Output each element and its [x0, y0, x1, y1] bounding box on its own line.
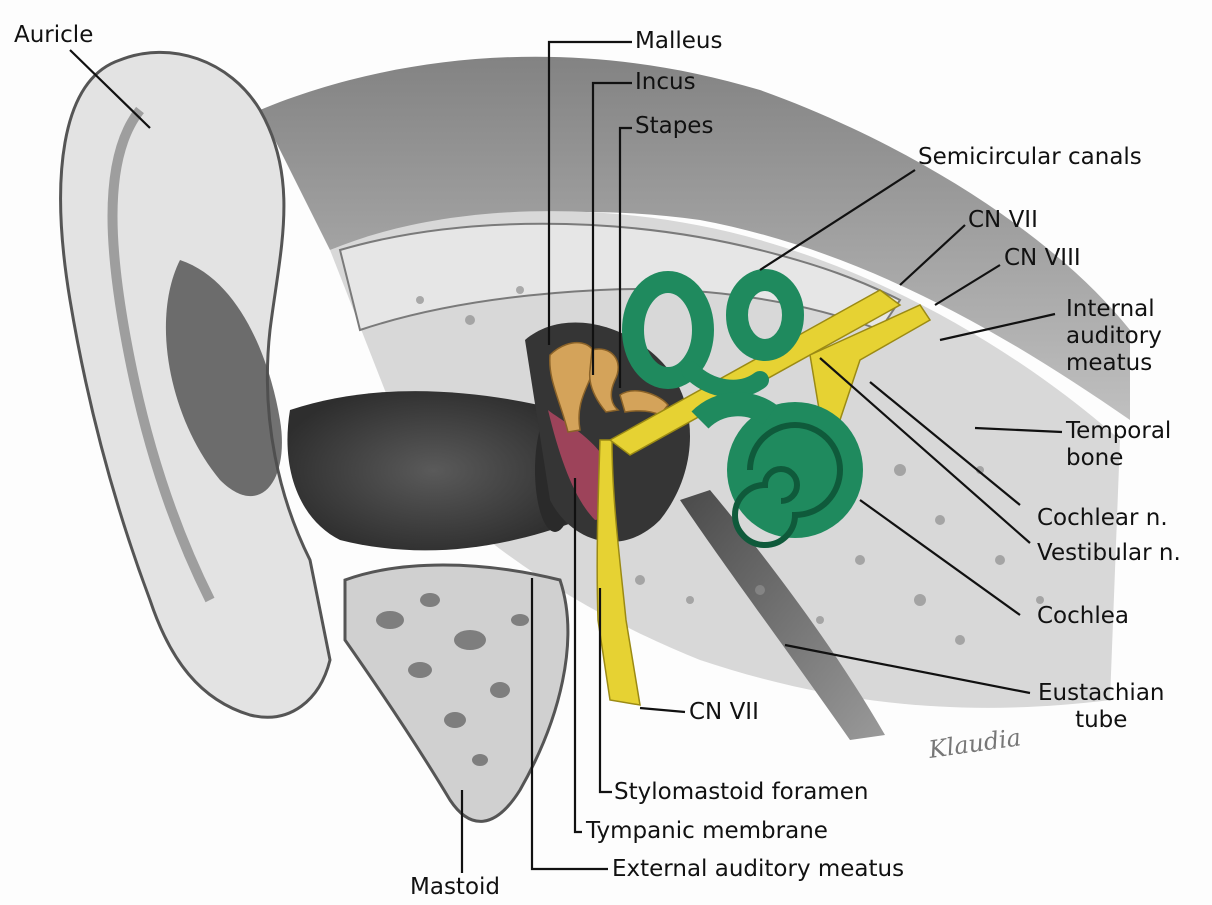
label-mastoid: Mastoid — [410, 874, 500, 901]
label-vestibular-n: Vestibular n. — [1037, 540, 1181, 567]
label-malleus: Malleus — [635, 28, 722, 55]
artist-signature: Klaudia — [926, 723, 1023, 764]
label-cn-viii: CN VIII — [1004, 245, 1081, 272]
label-internal-auditory-meatus: Internal auditory meatus — [1066, 296, 1162, 377]
label-semicircular-canals: Semicircular canals — [918, 144, 1142, 171]
label-temporal-bone: Temporal bone — [1066, 418, 1171, 472]
mastoid-shape — [345, 565, 568, 821]
label-tympanic-membrane: Tympanic membrane — [586, 818, 828, 845]
label-cochlear-n: Cochlear n. — [1037, 505, 1168, 532]
label-stylomastoid-foramen: Stylomastoid foramen — [614, 779, 868, 806]
label-stapes: Stapes — [635, 113, 713, 140]
label-cochlea: Cochlea — [1037, 603, 1129, 630]
label-incus: Incus — [635, 69, 696, 96]
label-cn-vii-bottom: CN VII — [689, 699, 759, 726]
label-external-auditory-meatus: External auditory meatus — [612, 856, 904, 883]
label-auricle: Auricle — [14, 22, 93, 49]
label-cn-vii-top: CN VII — [968, 207, 1038, 234]
label-eustachian-tube: Eustachian tube — [1038, 680, 1165, 734]
